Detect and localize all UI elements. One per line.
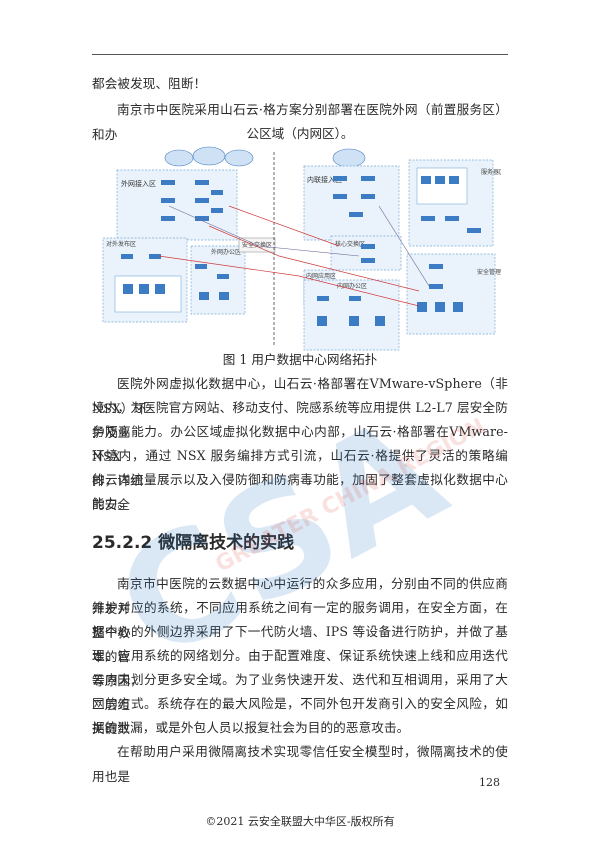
section-heading: 25.2.2 微隔离技术的实践	[92, 533, 295, 553]
zone-int-access	[303, 165, 400, 241]
text-line: 据中心的外侧边界采用了下一代防火墙、IPS 等设备进行防护，并做了基本的管	[92, 624, 508, 664]
page-number: 128	[479, 776, 500, 789]
footer-copyright: ©2021 云安全联盟大中华区-版权所有	[205, 815, 395, 828]
zone-label: 内网应用区	[306, 272, 336, 280]
text-line: 都会被发现、阻断！	[92, 76, 207, 91]
zone-label: 服务器区	[481, 168, 501, 176]
zone-label: 内联接入区	[307, 175, 342, 184]
text-line: 维护对应的系统，不同应用系统之间有一定的服务调用，在安全方面，在整个教	[92, 600, 508, 640]
cloud-icon	[164, 146, 366, 168]
text-line: 南京市中医院采用山石云·格方案分别部署在医院外网（前置服务区）和办	[92, 102, 508, 142]
zone-int-office	[303, 279, 400, 351]
text-line: 在帮助用户采用微隔离技术实现零信任安全模型时，微隔离技术的使用也是	[92, 744, 508, 784]
zone-ext-office	[190, 245, 246, 315]
text-line: 的云内流量展示以及入侵防御和防病毒功能，加固了整套虚拟化数据中心的安全	[92, 472, 508, 512]
text-line: 境内，为医院官方网站、移动支付、院感系统等应用提供 L2-L7 层安全防护及业	[92, 400, 508, 440]
text-line: 云内未划分更多安全域。为了业务快速开发、迭代和互相调用，采用了大二层组	[92, 672, 508, 712]
zone-label: 内网办公区	[337, 282, 367, 290]
text-line: 理、应用系统的网络划分。由于配置难度、保证系统快速上线和应用迭代等原因，	[92, 648, 508, 688]
zone-core	[330, 235, 402, 271]
zone-label: 外网办公区	[211, 248, 241, 256]
text-line: 南京市中医院的云数据中心中运行的众多应用，分别由不同的供应商开发并	[92, 576, 508, 616]
text-line: 公区域（内网区）。	[246, 126, 354, 141]
network-topology-figure: 外网接入区 对外发布区 外网办公区	[99, 146, 513, 354]
zone-label: 对外发布区	[106, 240, 136, 248]
text-line: 环境内，通过 NSX 服务编排方式引流，山石云·格提供了灵活的策略编排，详细	[92, 448, 508, 488]
text-line: 医院外网虚拟化数据中心，山石云·格部署在VMware-vSphere（非NSX）…	[92, 376, 508, 416]
zone-ext-access	[116, 169, 238, 241]
zone-label: 安全管理中心	[477, 268, 501, 276]
text-line: 网的方式。系统存在的最大风险是，不同外包开发商引入的安全风险，如关键数	[92, 696, 508, 736]
zone-label: 外网接入区	[121, 179, 156, 188]
topology-diagram: 外网接入区 对外发布区 外网办公区	[102, 146, 513, 351]
text-line: 据的泄漏，或是外包人员以报复社会为目的的恶意攻击。	[92, 720, 410, 735]
zone-label: 核心交换区	[335, 240, 365, 248]
zone-mgmt	[406, 253, 496, 335]
text-line: 务隔离能力。办公区域虚拟化数据中心内部，山石云·格部署在VMware- NSX	[92, 424, 508, 464]
figure-caption: 图 1 用户数据中心网络拓扑	[222, 352, 378, 367]
text-line: 能力。	[92, 496, 131, 511]
header-rule	[92, 54, 508, 55]
